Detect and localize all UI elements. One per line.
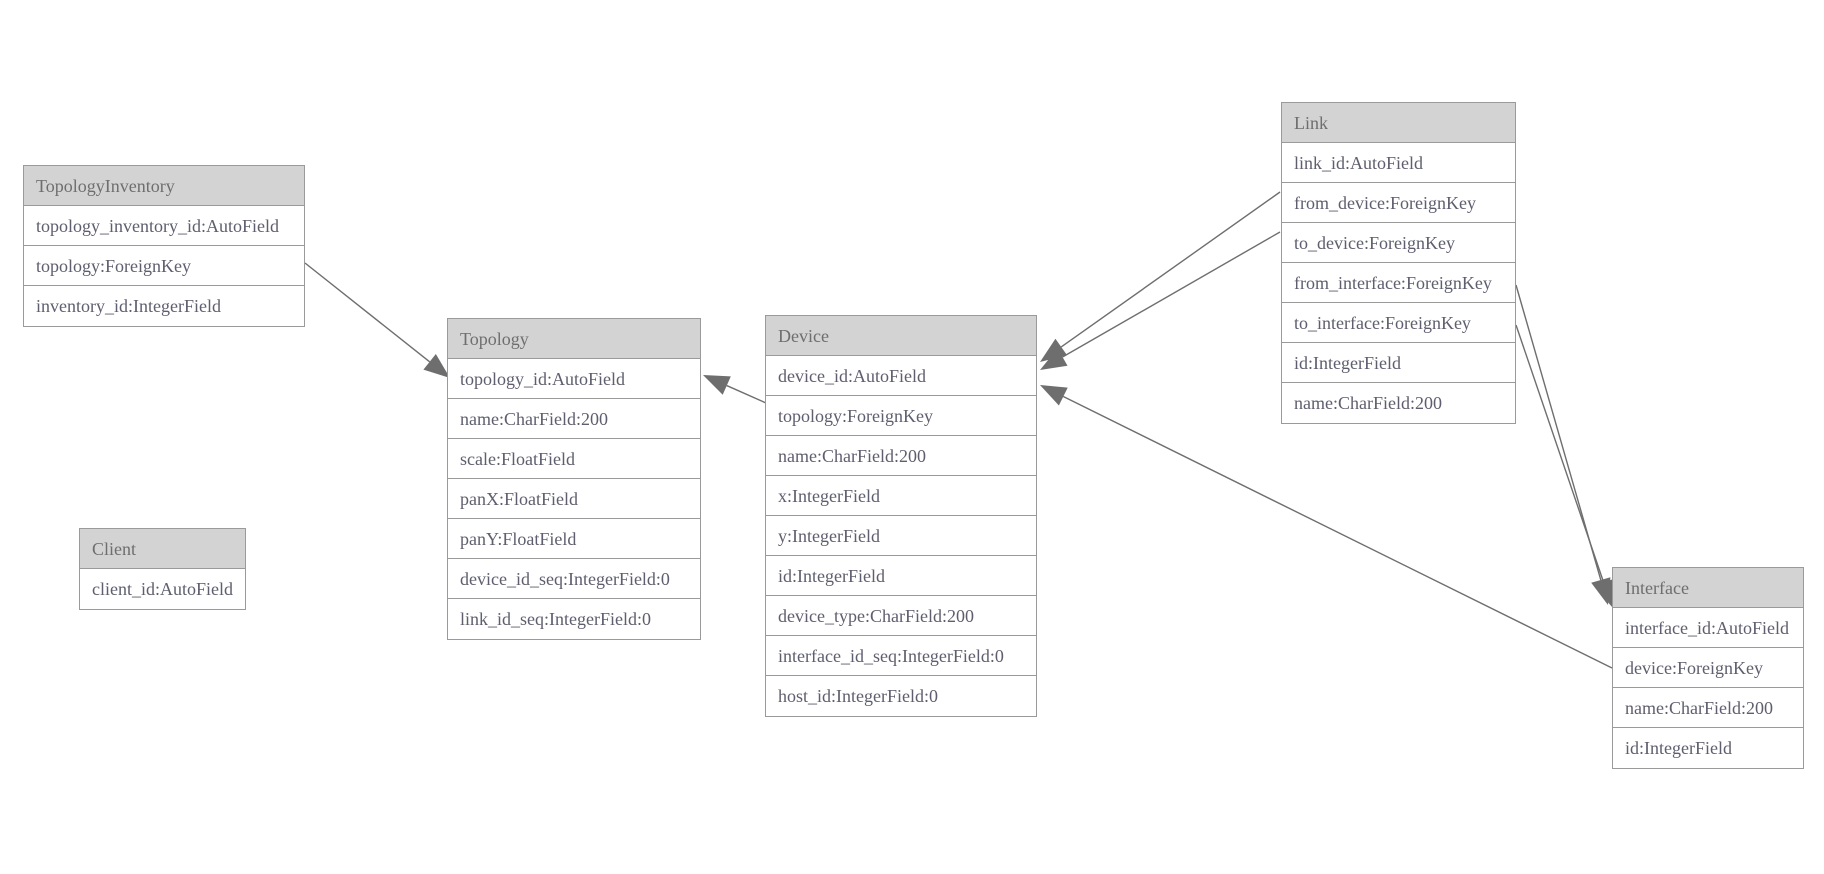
entity-field-row[interactable]: device_type:CharField:200 bbox=[766, 596, 1036, 636]
entity-field-row[interactable]: interface_id:AutoField bbox=[1613, 608, 1803, 648]
entity-field-row[interactable]: scale:FloatField bbox=[448, 439, 700, 479]
arrowhead-icon bbox=[703, 375, 731, 395]
relationship-link-from-interface bbox=[1515, 284, 1611, 605]
entity-field-row[interactable]: inventory_id:IntegerField bbox=[24, 286, 304, 326]
entity-field-row[interactable]: y:IntegerField bbox=[766, 516, 1036, 556]
arrowhead-icon bbox=[423, 354, 450, 378]
entity-field-row[interactable]: panY:FloatField bbox=[448, 519, 700, 559]
arrowhead-icon bbox=[1040, 338, 1067, 362]
relationship-line bbox=[304, 262, 431, 363]
relationship-line bbox=[1515, 284, 1602, 581]
relationship-line bbox=[1062, 395, 1613, 669]
entity-field-row[interactable]: interface_id_seq:IntegerField:0 bbox=[766, 636, 1036, 676]
relationship-link-to-interface bbox=[1515, 324, 1614, 607]
entity-field-row[interactable]: x:IntegerField bbox=[766, 476, 1036, 516]
entity-field-row[interactable]: to_device:ForeignKey bbox=[1282, 223, 1515, 263]
entity-title-device: Device bbox=[766, 316, 1036, 356]
relationship-line bbox=[726, 384, 767, 404]
relationship-link-to-device bbox=[1040, 231, 1281, 370]
entity-field-row[interactable]: name:CharField:200 bbox=[1282, 383, 1515, 423]
entity-field-row[interactable]: name:CharField:200 bbox=[766, 436, 1036, 476]
entity-field-row[interactable]: device:ForeignKey bbox=[1613, 648, 1803, 688]
entity-title-client: Client bbox=[80, 529, 245, 569]
entity-field-row[interactable]: id:IntegerField bbox=[766, 556, 1036, 596]
relationship-line bbox=[1060, 191, 1281, 348]
entity-field-row[interactable]: topology_id:AutoField bbox=[448, 359, 700, 399]
entity-field-row[interactable]: topology_inventory_id:AutoField bbox=[24, 206, 304, 246]
entity-field-row[interactable]: topology:ForeignKey bbox=[766, 396, 1036, 436]
entity-field-row[interactable]: from_device:ForeignKey bbox=[1282, 183, 1515, 223]
entity-field-row[interactable]: panX:FloatField bbox=[448, 479, 700, 519]
entity-field-row[interactable]: host_id:IntegerField:0 bbox=[766, 676, 1036, 716]
entity-field-row[interactable]: name:CharField:200 bbox=[448, 399, 700, 439]
entity-field-row[interactable]: device_id:AutoField bbox=[766, 356, 1036, 396]
entity-field-row[interactable]: link_id:AutoField bbox=[1282, 143, 1515, 183]
relationship-line bbox=[1515, 324, 1605, 583]
entity-field-row[interactable]: device_id_seq:IntegerField:0 bbox=[448, 559, 700, 599]
entity-field-row[interactable]: client_id:AutoField bbox=[80, 569, 245, 609]
entity-title-topology_inventory: TopologyInventory bbox=[24, 166, 304, 206]
arrowhead-icon bbox=[1591, 577, 1611, 605]
entity-title-link: Link bbox=[1282, 103, 1515, 143]
relationship-link-from-device bbox=[1040, 191, 1281, 362]
relationship-line bbox=[1062, 231, 1281, 358]
relationship-device-topology bbox=[703, 375, 767, 404]
relationship-topologyinventory-topology bbox=[304, 262, 450, 378]
arrowhead-icon bbox=[1594, 579, 1614, 607]
entity-field-row[interactable]: to_interface:ForeignKey bbox=[1282, 303, 1515, 343]
entity-title-interface: Interface bbox=[1613, 568, 1803, 608]
arrowhead-icon bbox=[1040, 348, 1068, 370]
entity-title-topology: Topology bbox=[448, 319, 700, 359]
entity-field-row[interactable]: link_id_seq:IntegerField:0 bbox=[448, 599, 700, 639]
entity-field-row[interactable]: topology:ForeignKey bbox=[24, 246, 304, 286]
entity-field-row[interactable]: id:IntegerField bbox=[1613, 728, 1803, 768]
entity-field-row[interactable]: name:CharField:200 bbox=[1613, 688, 1803, 728]
relationship-interface-device bbox=[1040, 385, 1613, 669]
entity-field-row[interactable]: id:IntegerField bbox=[1282, 343, 1515, 383]
entity-field-row[interactable]: from_interface:ForeignKey bbox=[1282, 263, 1515, 303]
arrowhead-icon bbox=[1040, 385, 1068, 406]
